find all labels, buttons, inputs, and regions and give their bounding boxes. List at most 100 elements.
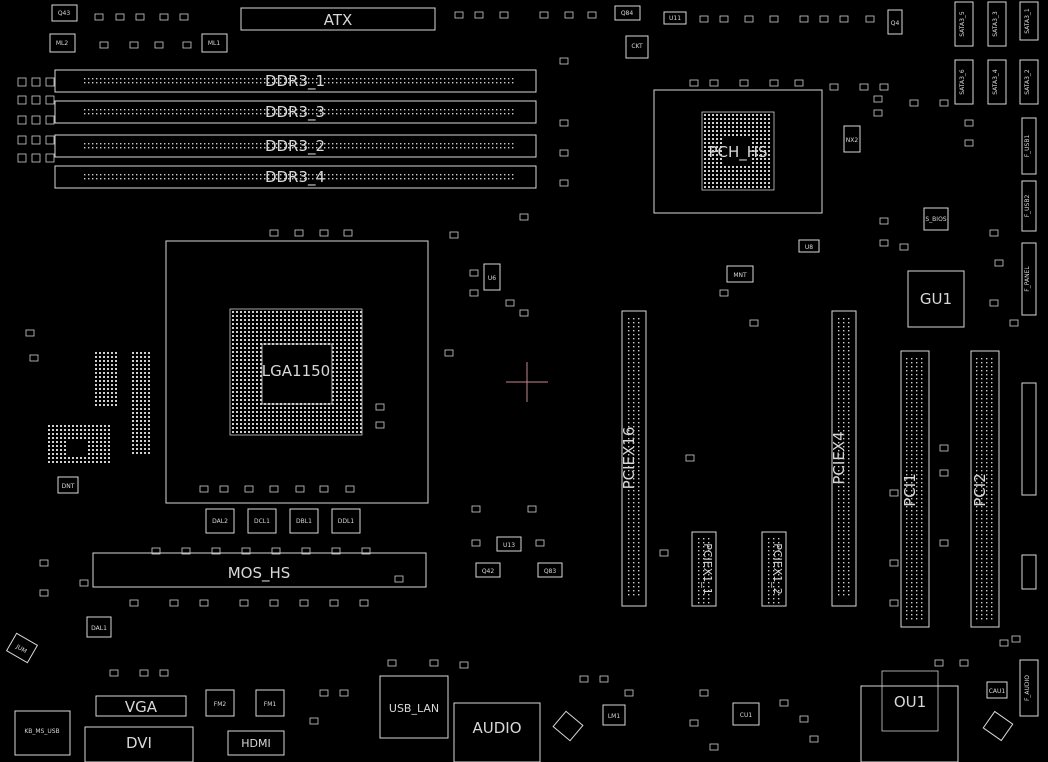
header-lpt[interactable]	[1021, 382, 1037, 496]
port-dvi[interactable]: DVI	[84, 726, 194, 762]
component-ml2[interactable]: ML2	[49, 33, 76, 53]
smd-part	[471, 539, 481, 547]
mos-heatsink[interactable]: MOS_HS	[92, 552, 427, 588]
atx-connector[interactable]: ATX	[240, 7, 436, 31]
sata-connector-1[interactable]: SATA3_1	[1019, 1, 1039, 41]
pad	[472, 178, 474, 180]
component-q84[interactable]: Q84	[614, 5, 641, 21]
slot-pciex1-1[interactable]: PCIEX1_1	[691, 531, 717, 607]
pad	[628, 370, 630, 372]
component-jum-left[interactable]: JUM	[5, 632, 39, 664]
component-ckt[interactable]: CKT	[625, 35, 649, 59]
dimm-slot-ddr3-2[interactable]: DDR3_2	[54, 134, 537, 158]
chip-lm1[interactable]: LM1	[602, 704, 626, 726]
component-mnt[interactable]: MNT	[726, 265, 754, 283]
header-com[interactable]	[1021, 554, 1037, 590]
pad	[248, 347, 250, 349]
pad	[252, 347, 254, 349]
dimm-slot-ddr3-3[interactable]: DDR3_3	[54, 100, 537, 124]
component-nx2[interactable]: NX2	[843, 125, 861, 153]
pad	[320, 331, 322, 333]
header-f-usb1[interactable]: F_USB1	[1021, 117, 1037, 175]
pad	[312, 427, 314, 429]
header-f-panel[interactable]: F_PANEL	[1021, 242, 1037, 316]
component-u11[interactable]: U11	[663, 11, 687, 25]
smd-part	[474, 11, 484, 19]
component-u13[interactable]: U13	[496, 536, 522, 552]
component-q83[interactable]: Q83	[537, 562, 563, 578]
component-jum-audio[interactable]	[552, 710, 584, 742]
component-dal2[interactable]: DAL2	[205, 508, 235, 534]
pad	[104, 441, 106, 443]
pad	[308, 407, 310, 409]
pad	[96, 461, 98, 463]
slot-pci1[interactable]: PCI1	[900, 350, 930, 628]
pad	[148, 356, 150, 358]
chip-gu1[interactable]: GU1	[907, 270, 965, 328]
component-u8[interactable]: U8	[798, 239, 820, 253]
chip-cu1[interactable]: CU1	[732, 702, 760, 726]
component-dbl1[interactable]: DBL1	[289, 508, 319, 534]
pad	[256, 367, 258, 369]
pad	[628, 498, 630, 500]
pad	[991, 390, 993, 392]
pad	[424, 174, 426, 176]
component-s-bios[interactable]: S_BIOS	[923, 207, 949, 231]
port-kb-ms-usb[interactable]: KB_MS_USB	[14, 710, 71, 756]
pad	[744, 134, 746, 136]
pad	[703, 550, 705, 552]
header-f-audio[interactable]: F_AUDIO	[1019, 659, 1039, 717]
sata-connector-2[interactable]: SATA3_2	[1019, 59, 1039, 105]
pad	[456, 178, 458, 180]
port-audio[interactable]: AUDIO	[453, 702, 541, 762]
cpu-socket-lga1150[interactable]: LGA1150	[165, 240, 429, 504]
port-hdmi[interactable]: HDMI	[227, 730, 285, 756]
pad	[921, 594, 923, 596]
pad	[280, 335, 282, 337]
component-ddl1[interactable]: DDL1	[331, 508, 361, 534]
pad	[276, 339, 278, 341]
smd-part	[865, 15, 875, 23]
component-u6[interactable]: U6	[483, 263, 501, 291]
sata-connector-6[interactable]: SATA3_6	[954, 59, 974, 105]
dimm-slot-ddr3-4[interactable]: DDR3_4	[54, 165, 537, 189]
pad	[460, 78, 462, 80]
component-cau1[interactable]: CAU1	[986, 681, 1008, 699]
chip-ou1[interactable]: OU1	[860, 670, 959, 762]
pad	[288, 331, 290, 333]
pad	[628, 530, 630, 532]
port-usb-lan[interactable]: USB_LAN	[379, 675, 449, 739]
pad	[320, 423, 322, 425]
component-dal1[interactable]: DAL1	[86, 616, 112, 638]
port-vga[interactable]: VGA	[95, 695, 187, 717]
pad	[268, 407, 270, 409]
pch-heatsink[interactable]: PCH_HS	[653, 89, 823, 214]
component-q43[interactable]: Q43	[51, 4, 78, 22]
pad	[236, 367, 238, 369]
pad	[320, 415, 322, 417]
component-q42[interactable]: Q42	[475, 562, 501, 578]
component-ml1[interactable]: ML1	[201, 33, 228, 53]
component-jum-right[interactable]	[982, 710, 1014, 742]
dimm-slot-ddr3-1[interactable]: DDR3_1	[54, 69, 537, 93]
pad	[324, 174, 326, 176]
header-f-usb2[interactable]: F_USB2	[1021, 180, 1037, 232]
pad	[752, 134, 754, 136]
pad	[756, 174, 758, 176]
sata-connector-5[interactable]: SATA3_5	[954, 1, 974, 47]
sata-connector-3[interactable]: SATA3_3	[987, 1, 1007, 47]
component-fm1[interactable]: FM1	[255, 689, 285, 717]
pad	[312, 143, 314, 145]
pad	[848, 546, 850, 548]
pad	[288, 343, 290, 345]
component-dcl1[interactable]: DCL1	[247, 508, 277, 534]
slot-pciex1-2[interactable]: PCIEX1_2	[761, 531, 787, 607]
component-dnt[interactable]: DNT	[57, 476, 79, 494]
usb-lan-label: USB_LAN	[389, 702, 439, 715]
component-fm2[interactable]: FM2	[205, 689, 235, 717]
pad	[991, 498, 993, 500]
component-q4[interactable]: Q4	[887, 9, 903, 35]
sata-connector-4[interactable]: SATA3_4	[987, 59, 1007, 105]
slot-pci2[interactable]: PCI2	[970, 350, 1000, 628]
